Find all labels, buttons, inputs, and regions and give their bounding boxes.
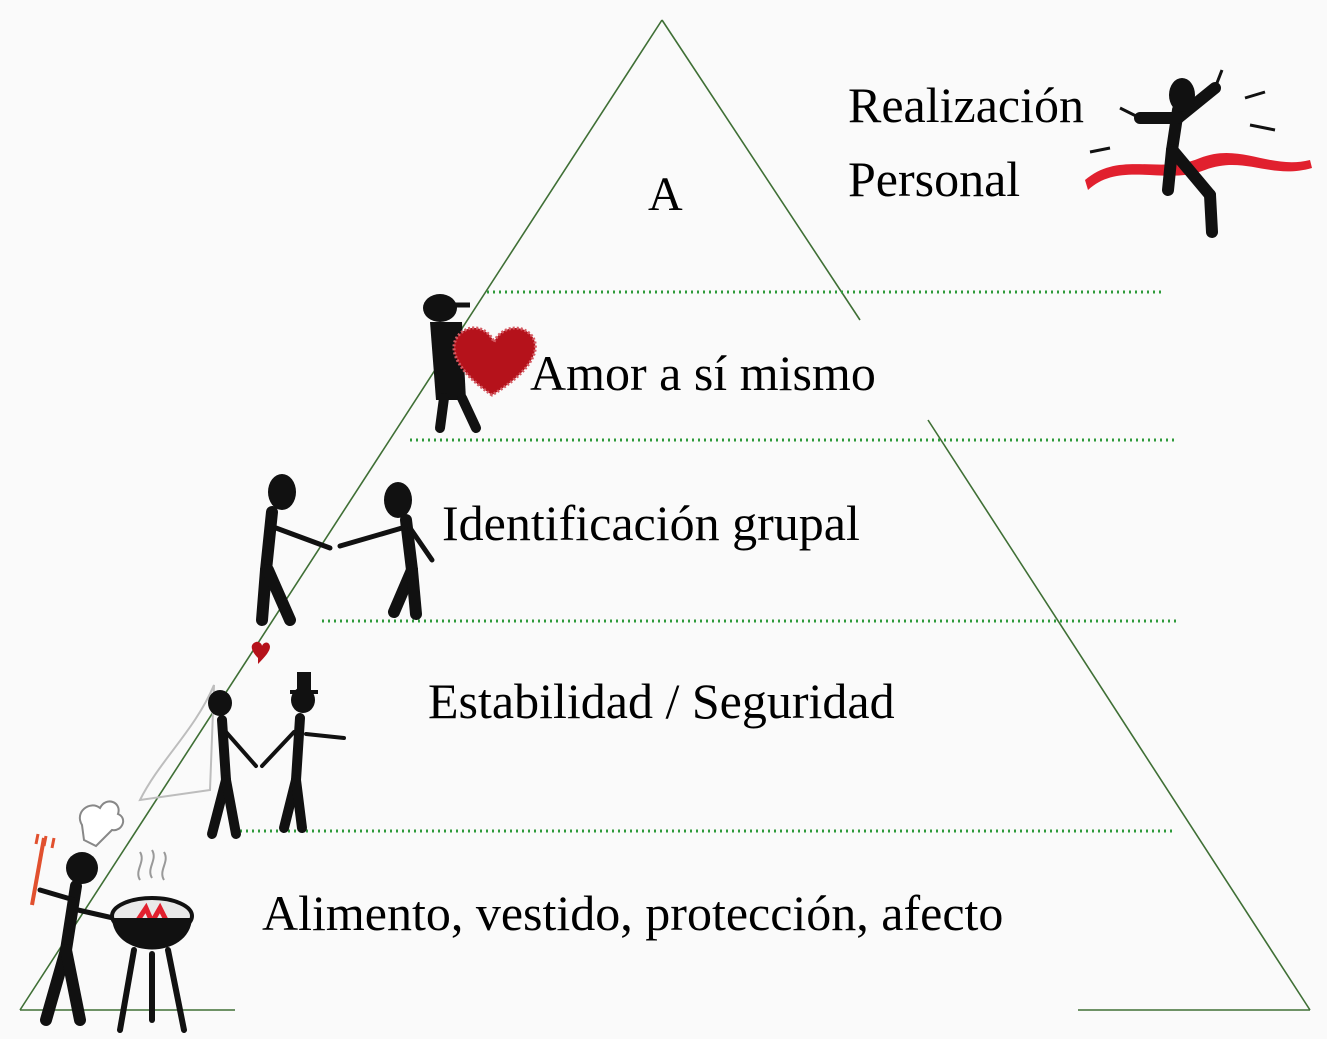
level-label-group: Identificación grupal: [442, 495, 860, 551]
title-line-2: Personal: [848, 151, 1020, 207]
title-line-1: Realización: [848, 77, 1084, 133]
pyramid-right-edge-lower: [927, 419, 1311, 1011]
level-label-basic-needs: Alimento, vestido, protección, afecto: [262, 885, 1003, 941]
apex-label: A: [648, 168, 683, 221]
level-label-stability: Estabilidad / Seguridad: [428, 673, 895, 729]
heart-carrying-figure-icon: [423, 294, 537, 433]
pyramid-outline: [19, 19, 1311, 1011]
winner-figure-icon: [1085, 69, 1312, 238]
wedding-couple-icon: [138, 641, 346, 839]
level-label-self-love: Amor a sí mismo: [530, 345, 876, 401]
pyramid-right-edge-upper: [661, 19, 861, 321]
chef-barbecue-icon: [30, 800, 194, 1033]
level-dividers: [240, 290, 1178, 833]
pyramid-left-edge: [19, 19, 663, 1011]
handshake-figures-icon: [256, 474, 435, 626]
